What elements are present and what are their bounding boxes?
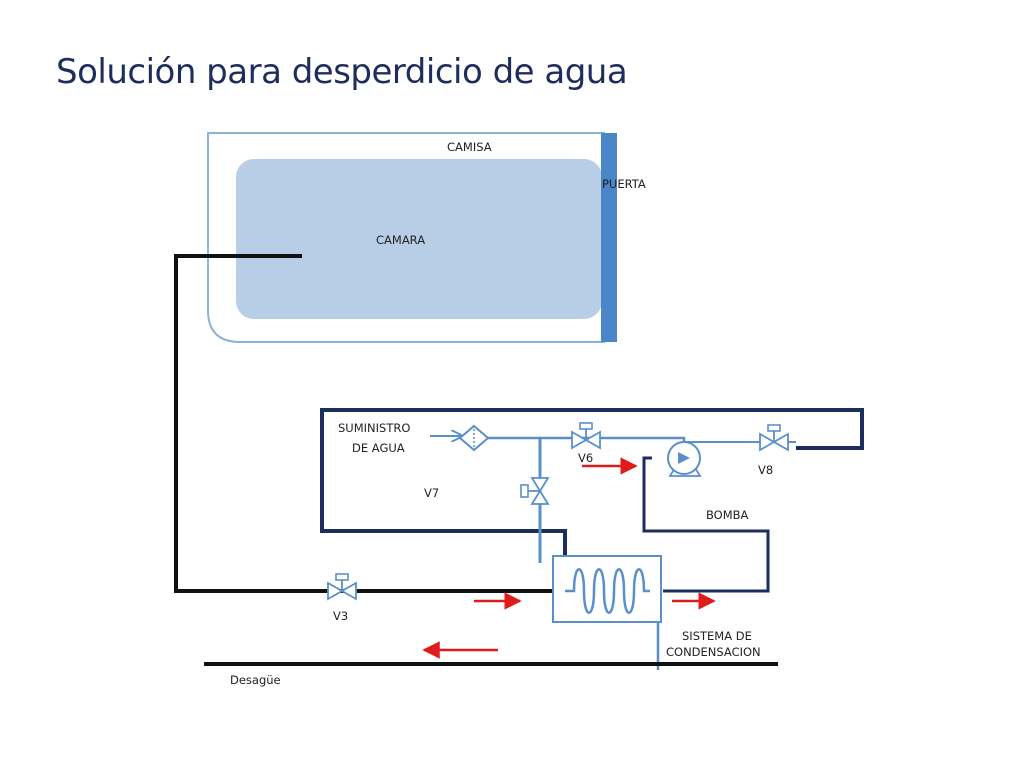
pump-to-condenser-pipe (642, 456, 770, 593)
puerta-label: PUERTA (602, 177, 646, 191)
bomba-label: BOMBA (706, 508, 749, 522)
valve-v7-icon (520, 477, 550, 505)
chamber (236, 159, 602, 319)
pump-icon (667, 441, 706, 477)
v7-label: V7 (424, 486, 439, 500)
valve-v8-icon (759, 424, 789, 452)
condenser-icon (552, 555, 662, 623)
camara-label: CAMARA (376, 233, 425, 247)
suministro-label-line2: DE AGUA (352, 441, 405, 455)
recirculation-loop-pipe (320, 408, 864, 563)
v3-label: V3 (333, 609, 348, 623)
v6-label: V6 (578, 451, 593, 465)
suministro-label-line1: SUMINISTRO (338, 421, 410, 435)
desague-label: Desagüe (230, 673, 281, 687)
door (601, 133, 617, 342)
slide-title: Solución para desperdicio de agua (56, 52, 628, 92)
valve-v6-icon (571, 422, 601, 450)
sistema-label-line2: CONDENSACION (666, 645, 761, 659)
v8-label: V8 (758, 463, 773, 477)
camisa-label: CAMISA (447, 140, 492, 154)
filter-icon (458, 424, 490, 452)
chamber-outlet-pipe (174, 254, 557, 593)
sistema-label-line1: SISTEMA DE (682, 629, 752, 643)
valve-v3-icon (327, 573, 357, 601)
